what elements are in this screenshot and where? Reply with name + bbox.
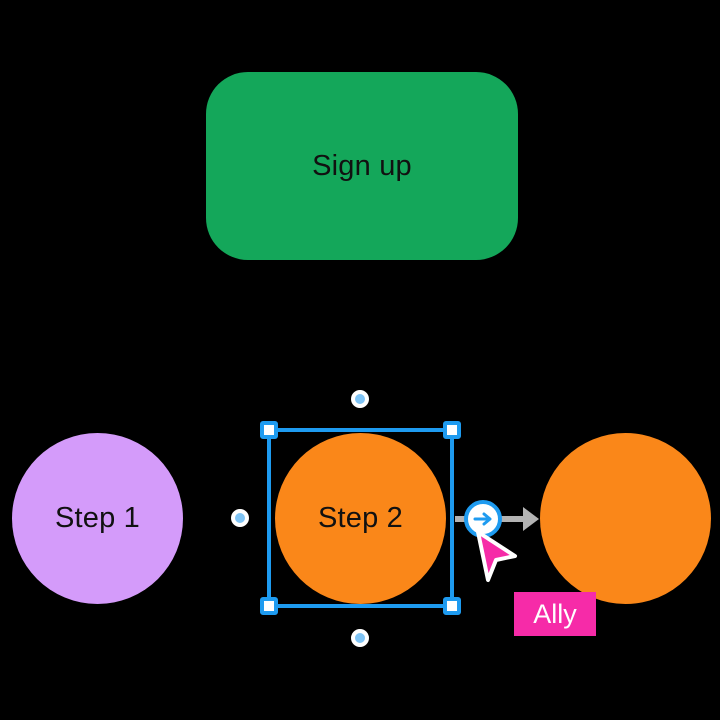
selection-edge-top	[269, 428, 452, 432]
node-sign-up[interactable]: Sign up	[206, 72, 518, 260]
node-step-2-label: Step 2	[317, 502, 404, 534]
resize-handle-top-left[interactable]	[260, 421, 278, 439]
node-step-1[interactable]: Step 1	[12, 433, 183, 604]
collaborator-label-text: Ally	[533, 598, 577, 629]
pointer-cursor-icon	[470, 530, 522, 586]
node-step-3[interactable]	[540, 433, 711, 604]
selection-edge-right	[450, 430, 454, 606]
connection-dot-bottom[interactable]	[351, 629, 369, 647]
collaborator-label-ally: Ally	[514, 592, 596, 636]
connector-arrowhead-icon	[523, 507, 539, 531]
node-step-2[interactable]: Step 2	[275, 433, 446, 604]
resize-handle-bottom-right[interactable]	[443, 597, 461, 615]
connect-arrow-button[interactable]	[464, 500, 502, 538]
resize-handle-bottom-left[interactable]	[260, 597, 278, 615]
resize-handle-top-right[interactable]	[443, 421, 461, 439]
node-sign-up-label: Sign up	[312, 149, 412, 182]
selection-edge-bottom	[269, 604, 452, 608]
connection-dot-top[interactable]	[351, 390, 369, 408]
selection-edge-left	[267, 430, 271, 606]
arrow-right-icon	[472, 508, 494, 530]
connection-dot-left[interactable]	[231, 509, 249, 527]
node-step-1-label: Step 1	[54, 502, 141, 534]
